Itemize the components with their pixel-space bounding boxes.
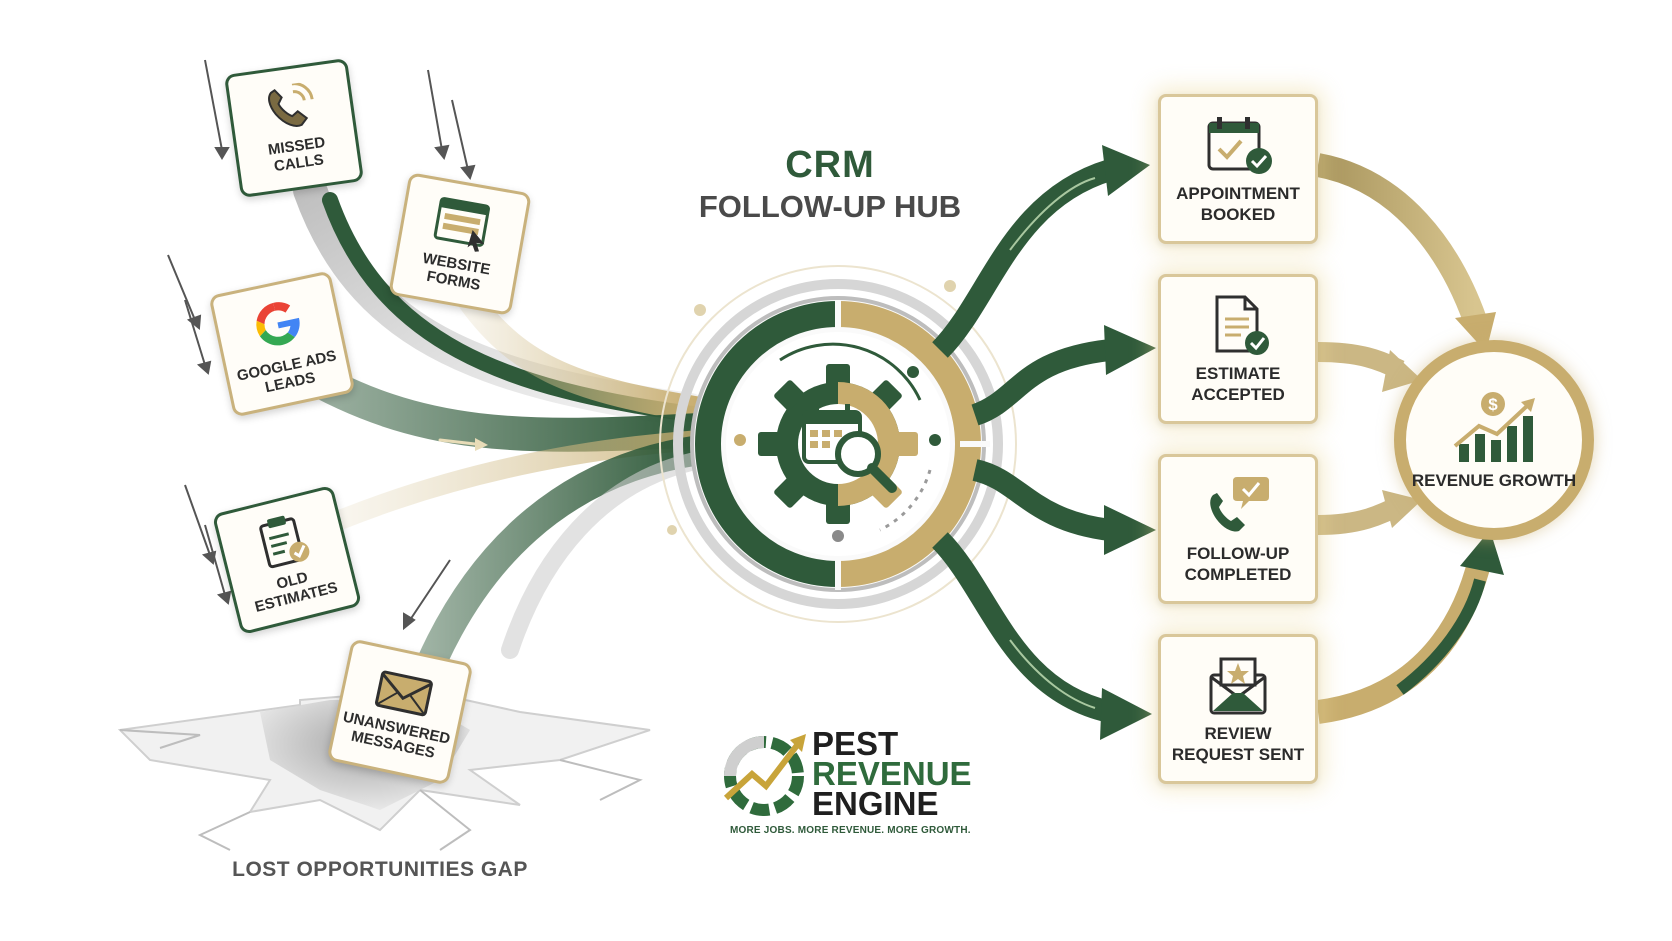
pest-revenue-engine-logo: PEST REVENUE ENGINE MORE JOBS. MORE REVE… xyxy=(720,726,980,836)
hub-title-crm: CRM xyxy=(785,144,875,186)
source-card-old-estimates: OLD ESTIMATES xyxy=(211,484,363,636)
gear-calendar-search-icon xyxy=(758,364,918,524)
outcome-card-appointment-booked: APPOINTMENT BOOKED xyxy=(1158,94,1318,244)
outcome-label: ESTIMATE ACCEPTED xyxy=(1191,364,1285,404)
source-label: MISSED CALLS xyxy=(266,133,327,176)
logo-word-engine: ENGINE xyxy=(812,785,939,822)
phone-icon xyxy=(268,82,314,127)
google-g-icon xyxy=(256,302,300,346)
clipboard-check-icon xyxy=(259,515,310,569)
outcome-card-estimate-accepted: ESTIMATE ACCEPTED xyxy=(1158,274,1318,424)
logo-tagline: MORE JOBS. MORE REVENUE. MORE GROWTH. xyxy=(730,825,971,836)
source-card-missed-calls: MISSED CALLS xyxy=(223,57,365,199)
source-label: OLD ESTIMATES xyxy=(253,568,340,616)
svg-text:$: $ xyxy=(1488,395,1498,414)
source-card-unanswered-messages: UNANSWERED MESSAGES xyxy=(326,638,474,786)
envelope-icon xyxy=(375,670,433,717)
revenue-arrows xyxy=(1315,153,1504,724)
outcome-card-follow-up-completed: FOLLOW-UP COMPLETED xyxy=(1158,454,1318,604)
source-card-google-ads-leads: GOOGLE ADS LEADS xyxy=(208,270,356,418)
hub-subtitle: FOLLOW-UP HUB xyxy=(698,189,962,224)
lost-opportunities-label: LOST OPPORTUNITIES GAP xyxy=(232,858,528,881)
browser-form-icon xyxy=(433,197,490,252)
outcome-card-review-request-sent: REVIEW REQUEST SENT xyxy=(1158,634,1318,784)
logo-gear-arrow-icon xyxy=(723,734,806,816)
logo-word-revenue: REVENUE xyxy=(812,755,972,792)
phone-chat-icon xyxy=(1210,477,1269,532)
dollar-growth-chart-icon: $ xyxy=(1453,391,1535,462)
incoming-gray-arrows xyxy=(167,59,476,631)
outcome-label: FOLLOW-UP COMPLETED xyxy=(1184,544,1292,584)
source-label: UNANSWERED MESSAGES xyxy=(341,708,452,762)
source-label: GOOGLE ADS LEADS xyxy=(235,347,338,397)
document-check-icon xyxy=(1215,295,1269,355)
outcome-label: REVIEW REQUEST SENT xyxy=(1171,724,1305,764)
revenue-growth-label: REVENUE GROWTH xyxy=(1411,470,1577,490)
calendar-check-icon xyxy=(1207,117,1272,174)
outcome-label: APPOINTMENT BOOKED xyxy=(1176,184,1300,224)
hub-title: CRM FOLLOW-UP HUB xyxy=(640,144,1020,225)
envelope-star-icon xyxy=(1209,657,1267,715)
source-card-website-forms: WEBSITE FORMS xyxy=(388,172,532,316)
converging-streams xyxy=(283,173,717,705)
source-label: WEBSITE FORMS xyxy=(421,249,492,295)
outgoing-arrows xyxy=(932,145,1156,740)
logo-word-pest: PEST xyxy=(812,725,899,762)
revenue-growth-circle: $ REVENUE GROWTH xyxy=(1394,340,1594,540)
